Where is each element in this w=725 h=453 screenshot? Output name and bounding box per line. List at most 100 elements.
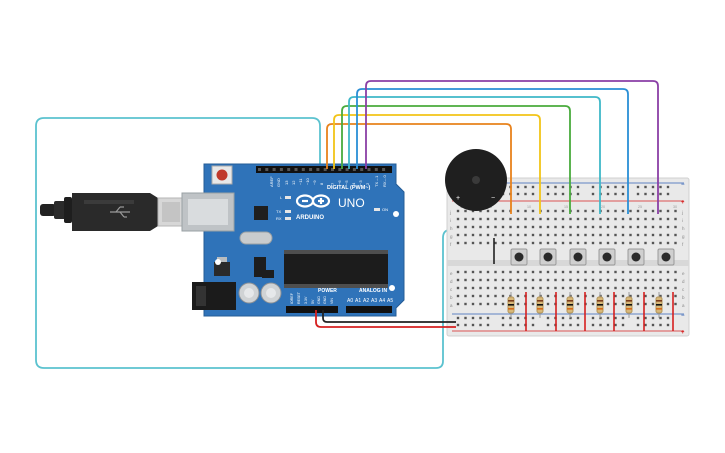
breadboard-hole bbox=[546, 278, 550, 282]
breadboard-hole bbox=[561, 302, 565, 306]
usb-symbol-icon bbox=[110, 206, 130, 218]
breadboard-hole bbox=[531, 286, 535, 290]
pin-aref: AREF bbox=[269, 176, 274, 187]
rail-minus-top: − bbox=[681, 182, 685, 188]
breadboard-hole bbox=[539, 241, 542, 245]
breadboard-hole bbox=[456, 278, 460, 282]
breadboard-hole bbox=[621, 225, 625, 229]
breadboard-hole bbox=[584, 233, 587, 237]
board-brand: ARDUINO bbox=[296, 215, 324, 221]
breadboard-hole bbox=[509, 278, 512, 282]
breadboard-hole bbox=[471, 241, 475, 245]
push-button[interactable] bbox=[598, 248, 616, 266]
rail-hole bbox=[464, 316, 467, 320]
breadboard-hole bbox=[599, 217, 602, 221]
breadboard-hole bbox=[464, 225, 467, 229]
breadboard-hole bbox=[584, 217, 587, 221]
breadboard-hole bbox=[501, 209, 505, 213]
breadboard-hole bbox=[636, 209, 640, 213]
breadboard-hole bbox=[486, 209, 490, 213]
breadboard-hole bbox=[614, 286, 617, 290]
rail-hole bbox=[554, 192, 557, 196]
pin-gnd: GND bbox=[276, 178, 281, 187]
pin-12: 12 bbox=[291, 180, 296, 185]
push-button[interactable] bbox=[657, 248, 675, 266]
push-button[interactable] bbox=[569, 248, 587, 266]
header-pin bbox=[374, 168, 378, 171]
breadboard-hole bbox=[479, 270, 482, 274]
pin-a3: A3 bbox=[371, 298, 377, 304]
breadboard-hole bbox=[486, 302, 490, 306]
breadboard-hole bbox=[516, 209, 520, 213]
breadboard-hole bbox=[554, 270, 557, 274]
usb-chip bbox=[254, 206, 268, 220]
arduino-logo-icon bbox=[295, 194, 331, 208]
header-pin bbox=[345, 168, 349, 171]
breadboard-hole bbox=[584, 209, 587, 213]
col-25: 25 bbox=[638, 205, 642, 209]
breadboard-hole bbox=[674, 286, 677, 290]
header-pin bbox=[294, 168, 298, 171]
breadboard-hole bbox=[456, 286, 460, 290]
breadboard-hole bbox=[606, 294, 610, 298]
breadboard-hole bbox=[524, 217, 527, 221]
header-pin bbox=[258, 168, 261, 171]
resistor bbox=[655, 292, 663, 318]
breadboard-hole bbox=[569, 278, 572, 282]
breadboard-hole bbox=[659, 209, 662, 213]
board-model: UNO bbox=[338, 196, 365, 210]
rail-hole bbox=[486, 316, 490, 320]
header-pin bbox=[323, 168, 327, 171]
breadboard-hole bbox=[531, 302, 535, 306]
breadboard-hole bbox=[471, 225, 475, 229]
rail-hole bbox=[614, 192, 617, 196]
row-e-right: e bbox=[682, 271, 685, 276]
push-button[interactable] bbox=[627, 248, 645, 266]
breadboard-hole bbox=[479, 225, 482, 229]
rail-plus-top: + bbox=[681, 200, 685, 206]
breadboard-hole bbox=[479, 217, 482, 221]
breadboard-hole bbox=[636, 286, 640, 290]
rail-hole bbox=[509, 323, 512, 327]
breadboard-hole bbox=[531, 294, 535, 298]
breadboard-hole bbox=[599, 278, 602, 282]
resistor bbox=[625, 292, 633, 318]
pin-a2: A2 bbox=[363, 298, 369, 304]
breadboard-hole bbox=[666, 294, 670, 298]
breadboard-hole bbox=[576, 302, 580, 306]
breadboard-hole bbox=[561, 270, 565, 274]
crystal bbox=[239, 231, 273, 245]
reset-button[interactable] bbox=[211, 165, 233, 185]
breadboard-hole bbox=[456, 294, 460, 298]
breadboard-hole bbox=[614, 278, 617, 282]
breadboard-hole bbox=[464, 294, 467, 298]
breadboard-hole bbox=[644, 278, 647, 282]
breadboard-hole bbox=[621, 209, 625, 213]
breadboard-hole bbox=[591, 286, 595, 290]
breadboard-hole bbox=[516, 225, 520, 229]
led-rx bbox=[285, 217, 291, 220]
row-j-right: j bbox=[681, 210, 683, 215]
pin-3v3: 3.3V bbox=[304, 296, 308, 304]
breadboard-hole bbox=[606, 225, 610, 229]
push-button[interactable] bbox=[510, 248, 528, 266]
breadboard-hole bbox=[576, 278, 580, 282]
breadboard-hole bbox=[479, 302, 482, 306]
power-header bbox=[286, 306, 338, 313]
rail-hole bbox=[659, 323, 662, 327]
breadboard-hole bbox=[636, 294, 640, 298]
row-e: e bbox=[450, 271, 453, 276]
breadboard-hole bbox=[659, 286, 662, 290]
breadboard-hole bbox=[614, 209, 617, 213]
breadboard-hole bbox=[554, 225, 557, 229]
breadboard-hole bbox=[516, 233, 520, 237]
pin-a5: A5 bbox=[387, 298, 393, 304]
breadboard-hole bbox=[674, 278, 677, 282]
breadboard-hole bbox=[606, 217, 610, 221]
rail-hole bbox=[591, 323, 595, 327]
breadboard-hole bbox=[651, 217, 655, 221]
rail-hole bbox=[591, 185, 595, 189]
breadboard-hole bbox=[494, 286, 497, 290]
push-button[interactable] bbox=[539, 248, 557, 266]
